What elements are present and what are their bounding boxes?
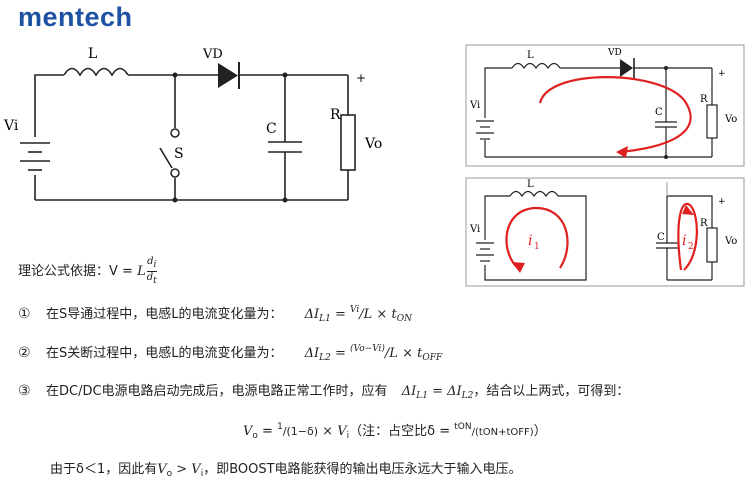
- conclusion: 由于δ＜1，因此有Vo > Vi，即BOOST电路能获得的输出电压永远大于输入电…: [50, 462, 522, 479]
- label-l: L: [88, 46, 97, 62]
- current-arrow-i2: [677, 202, 698, 271]
- tr-label-l: L: [527, 50, 534, 61]
- label-vo: Vo: [364, 136, 382, 152]
- mentech-logo: mentech: [18, 2, 133, 32]
- result-formula: Vo = 1/(1−δ) × Vi（注：占空比δ = tON/(tON+tOFF…: [243, 422, 547, 441]
- current-arrow-i1: [505, 206, 569, 271]
- br-label-l: L: [527, 179, 534, 190]
- label-i1-sub: 1: [534, 242, 540, 252]
- tr-label-c: C: [655, 107, 663, 118]
- br-label-r: R: [700, 218, 708, 229]
- br-label-c: C: [657, 232, 665, 243]
- label-i1: i: [528, 233, 532, 249]
- label-c: C: [266, 121, 277, 137]
- label-r: R: [330, 107, 341, 123]
- tr-label-vi: Vi: [469, 100, 480, 111]
- br-label-plus: +: [718, 197, 726, 207]
- label-s: S: [174, 146, 184, 162]
- br-label-vi: Vi: [469, 224, 480, 235]
- tr-label-vo: Vo: [724, 114, 737, 125]
- label-i2: i: [682, 233, 686, 249]
- tr-label-vd: VD: [607, 48, 622, 58]
- label-plus: +: [356, 71, 366, 85]
- inductor-coil: [63, 67, 129, 77]
- br-label-vo: Vo: [724, 236, 737, 247]
- label-vi: Vi: [3, 118, 19, 134]
- label-i2-sub: 2: [688, 242, 694, 252]
- tr-label-r: R: [700, 94, 708, 105]
- current-arrow-on: [538, 76, 692, 154]
- tr-label-plus: +: [718, 69, 726, 79]
- label-vd: VD: [202, 47, 223, 62]
- diode-vd: [218, 63, 238, 88]
